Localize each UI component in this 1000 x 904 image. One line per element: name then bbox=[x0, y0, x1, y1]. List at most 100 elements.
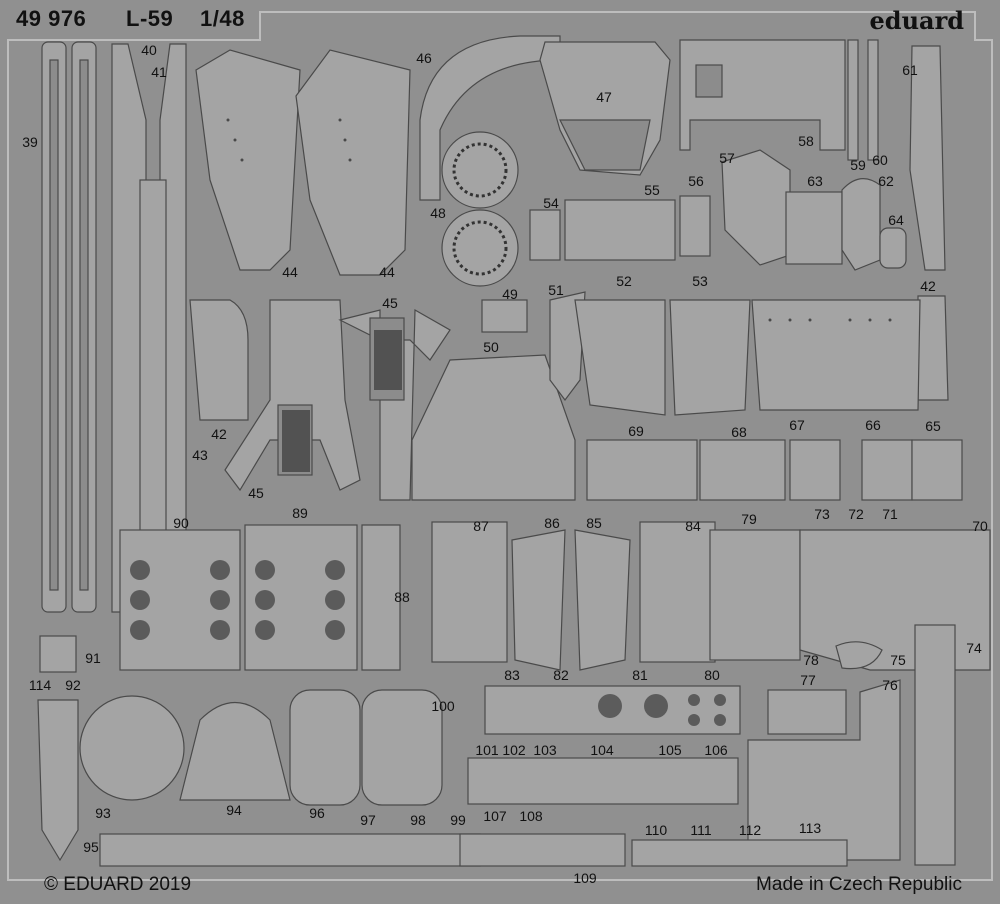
part-number-label: 110 bbox=[644, 822, 668, 838]
part-51 bbox=[549, 291, 586, 401]
part-number-label: 94 bbox=[226, 802, 242, 818]
part-number-label: 92 bbox=[65, 677, 81, 693]
part-96 bbox=[289, 689, 361, 806]
part-number-label: 42 bbox=[920, 278, 936, 294]
part-number-label: 102 bbox=[502, 742, 526, 758]
part-number-label: 111 bbox=[690, 822, 712, 838]
part-101-106 bbox=[467, 757, 739, 805]
part-number-label: 45 bbox=[248, 485, 264, 501]
origin-label: Made in Czech Republic bbox=[756, 874, 962, 895]
part-62 bbox=[909, 45, 946, 271]
part-number-label: 80 bbox=[704, 667, 720, 683]
part-number-label: 66 bbox=[865, 417, 881, 433]
part-number-label: 60 bbox=[872, 152, 888, 168]
part-57 bbox=[721, 149, 791, 266]
part-number-label: 100 bbox=[431, 698, 455, 714]
part-54 bbox=[529, 209, 561, 261]
part-number-label: 81 bbox=[632, 667, 648, 683]
part-number-label: 44 bbox=[282, 264, 298, 280]
part-number-label: 88 bbox=[394, 589, 410, 605]
part-number-label: 77 bbox=[800, 672, 816, 688]
part-45-left bbox=[224, 299, 361, 492]
part-63 bbox=[841, 178, 881, 271]
part-number-label: 74 bbox=[966, 640, 982, 656]
part-number-label: 56 bbox=[688, 173, 704, 189]
part-number-label: 104 bbox=[590, 742, 614, 758]
part-55 bbox=[564, 199, 676, 261]
part-42-panels bbox=[751, 299, 921, 411]
model-name: L-59 bbox=[126, 6, 174, 31]
part-110-113 bbox=[631, 839, 848, 867]
part-number-label: 112 bbox=[738, 822, 762, 838]
part-69 bbox=[586, 439, 698, 501]
part-number-label: 85 bbox=[586, 515, 602, 531]
part-number-label: 61 bbox=[902, 62, 918, 78]
part-number-label: 78 bbox=[803, 652, 819, 668]
part-number-label: 96 bbox=[309, 805, 325, 821]
part-number-label: 59 bbox=[850, 157, 866, 173]
part-74 bbox=[914, 624, 956, 866]
part-number-label: 79 bbox=[741, 511, 757, 527]
brand-logo: eduard bbox=[869, 6, 964, 35]
part-number-label: 105 bbox=[658, 742, 682, 758]
part-46-47 bbox=[419, 35, 671, 201]
part-59 bbox=[785, 191, 843, 265]
part-number-label: 82 bbox=[553, 667, 569, 683]
part-number-label: 71 bbox=[882, 506, 898, 522]
part-number-label: 89 bbox=[292, 505, 308, 521]
part-88 bbox=[361, 524, 401, 671]
part-number-label: 63 bbox=[807, 173, 823, 189]
part-number-label: 49 bbox=[502, 286, 518, 302]
part-number-label: 76 bbox=[882, 677, 898, 693]
set-number: 49 976 bbox=[16, 6, 87, 31]
part-64 bbox=[879, 227, 907, 269]
part-number-label: 44 bbox=[379, 264, 395, 280]
part-number-label: 99 bbox=[450, 812, 466, 828]
part-number-label: 50 bbox=[483, 339, 499, 355]
part-44 bbox=[195, 49, 411, 276]
part-number-label: 64 bbox=[888, 212, 904, 228]
part-number-label: 73 bbox=[814, 506, 830, 522]
part-number-label: 67 bbox=[789, 417, 805, 433]
part-number-label: 86 bbox=[544, 515, 560, 531]
part-67 bbox=[789, 439, 841, 501]
part-77 bbox=[767, 689, 847, 735]
part-number-label: 87 bbox=[473, 518, 489, 534]
part-68 bbox=[699, 439, 786, 501]
part-number-label: 72 bbox=[848, 506, 864, 522]
part-number-label: 42 bbox=[211, 426, 227, 442]
copyright: © EDUARD 2019 bbox=[44, 874, 192, 895]
part-number-label: 108 bbox=[519, 808, 543, 824]
part-number-label: 46 bbox=[416, 50, 432, 66]
part-39 bbox=[41, 41, 97, 613]
part-100 bbox=[361, 689, 443, 806]
part-number-label: 40 bbox=[141, 42, 157, 58]
part-65 bbox=[911, 439, 963, 501]
part-70 bbox=[799, 529, 991, 671]
part-number-label: 68 bbox=[731, 424, 747, 440]
part-number-label: 52 bbox=[616, 273, 632, 289]
part-50 bbox=[411, 354, 576, 501]
part-number-label: 93 bbox=[95, 805, 111, 821]
part-number-label: 54 bbox=[543, 195, 559, 211]
part-number-label: 65 bbox=[925, 418, 941, 434]
part-93 bbox=[79, 695, 185, 801]
part-91 bbox=[39, 635, 77, 673]
part-75 bbox=[835, 641, 883, 670]
part-number-label: 90 bbox=[173, 515, 189, 531]
part-number-label: 97 bbox=[360, 812, 376, 828]
part-number-label: 84 bbox=[685, 518, 701, 534]
part-94 bbox=[179, 701, 291, 801]
part-number-label: 70 bbox=[972, 518, 988, 534]
part-number-label: 53 bbox=[692, 273, 708, 289]
part-number-label: 83 bbox=[504, 667, 520, 683]
part-number-label: 101 bbox=[475, 742, 499, 758]
part-number-label: 106 bbox=[704, 742, 728, 758]
part-56 bbox=[679, 195, 711, 257]
part-52 bbox=[574, 299, 666, 416]
part-60 bbox=[847, 39, 859, 161]
rivet-dots bbox=[226, 118, 892, 322]
fret-frame bbox=[7, 11, 993, 881]
part-number-label: 39 bbox=[22, 134, 38, 150]
part-number-label: 45 bbox=[382, 295, 398, 311]
